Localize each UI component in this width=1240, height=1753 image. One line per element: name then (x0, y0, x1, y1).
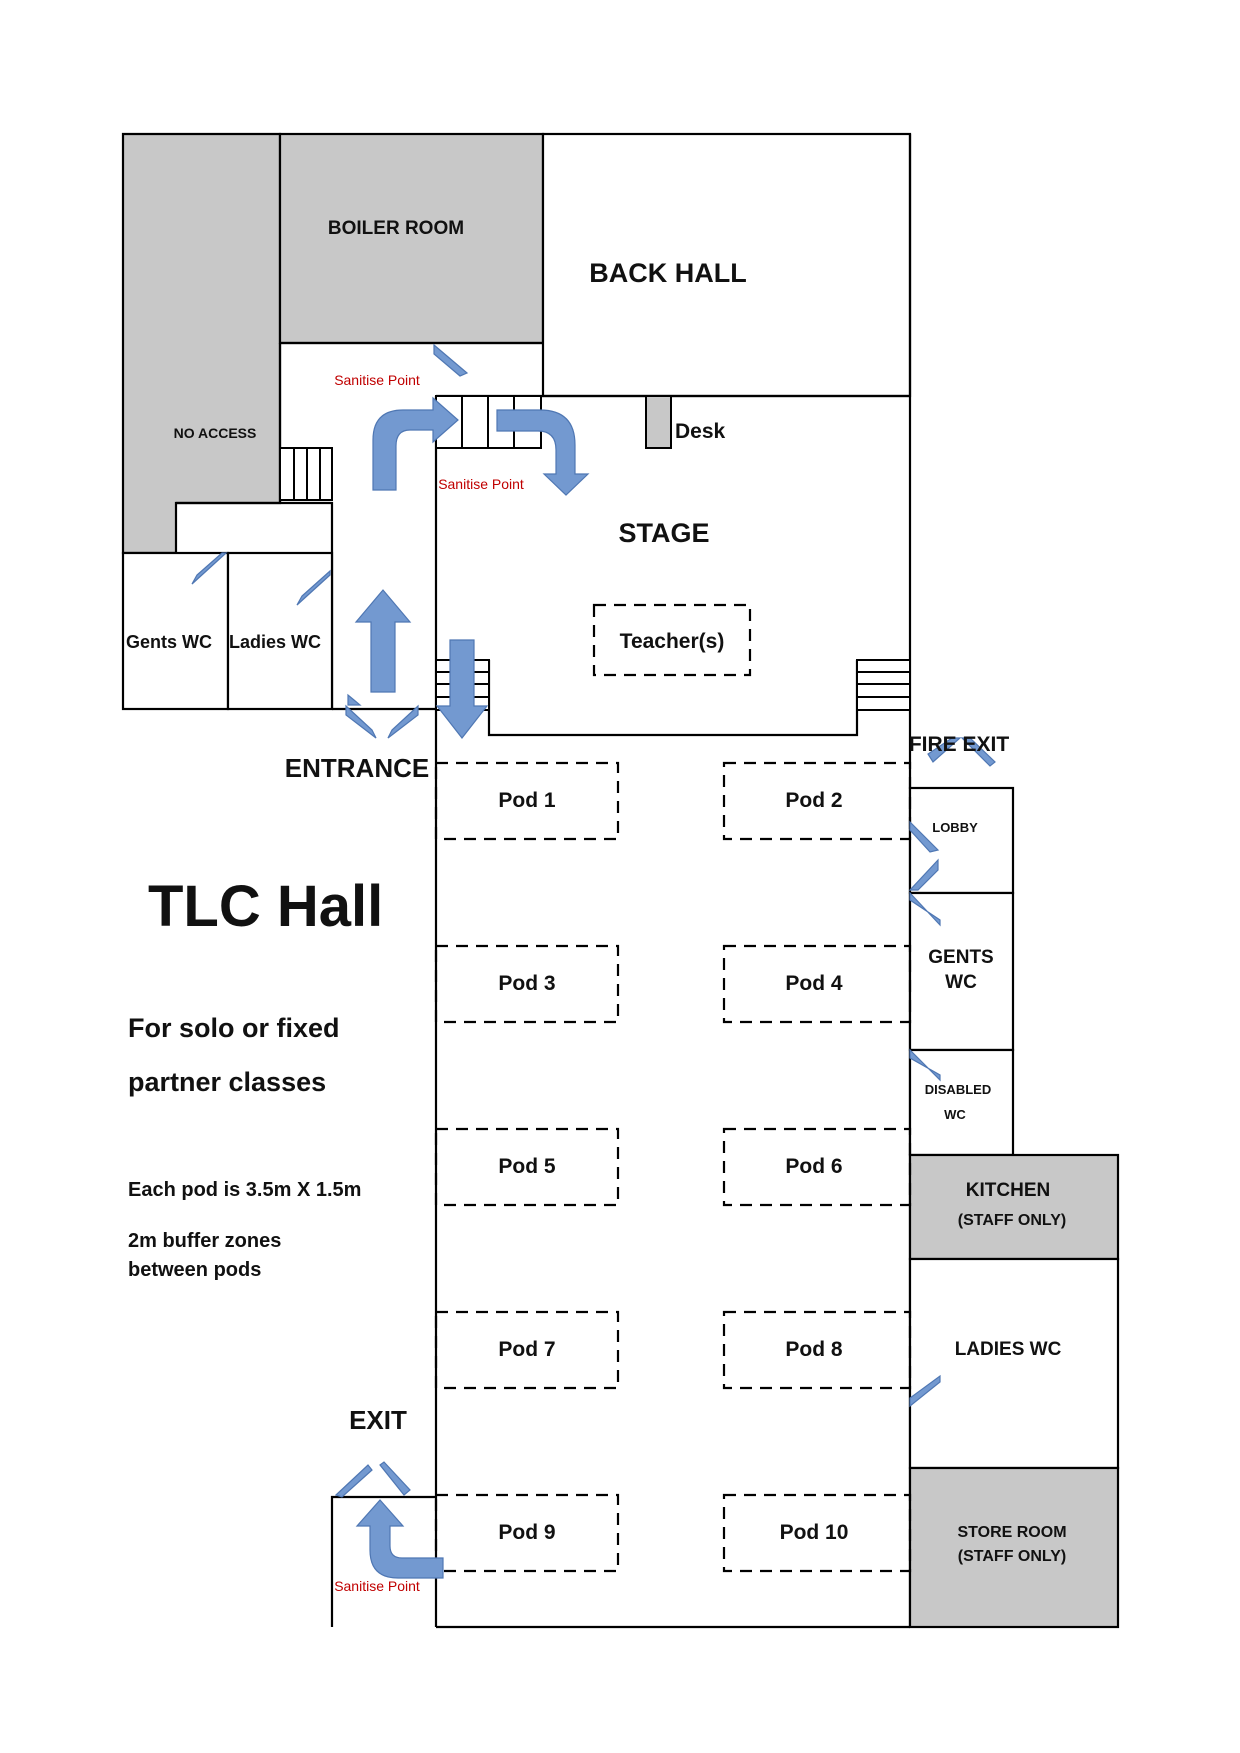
steps-left-corridor (279, 447, 333, 501)
gents-wc-right (908, 891, 1015, 1052)
no-access-area (121, 132, 282, 555)
pod-3-label: Pod 3 (498, 972, 555, 995)
pod-10 (722, 1493, 912, 1573)
store-room (908, 1466, 1120, 1629)
door-marker-icons (191, 343, 996, 1498)
gents-wc-right-label-1: GENTS (928, 947, 993, 968)
pod-4-label: Pod 4 (785, 972, 842, 995)
store-room-label-2: (STAFF ONLY) (958, 1548, 1066, 1565)
entrance-label: ENTRANCE (285, 753, 429, 783)
gents-wc-right-label-2: WC (945, 972, 977, 993)
pod-7-label: Pod 7 (498, 1338, 555, 1361)
lobby-label: LOBBY (932, 820, 978, 835)
stage-label: STAGE (618, 518, 709, 548)
back-hall-label: BACK HALL (589, 258, 746, 288)
pod-1 (434, 761, 620, 841)
kitchen (908, 1153, 1120, 1261)
pod-7 (434, 1310, 620, 1390)
pod-2 (722, 761, 912, 841)
ladies-wc-right-label: LADIES WC (955, 1339, 1062, 1360)
pod-3 (434, 944, 620, 1024)
pod-6-label: Pod 6 (785, 1155, 842, 1178)
pod-6 (722, 1127, 912, 1207)
ladies-wc-right (908, 1257, 1120, 1470)
up-arrow-icon (354, 589, 412, 693)
pod-9 (434, 1493, 620, 1573)
disabled-wc-label-1: DISABLED (925, 1082, 991, 1097)
pod-4 (722, 944, 912, 1024)
gents-wc-left-label: Gents WC (126, 632, 212, 652)
pod-9-label: Pod 9 (498, 1521, 555, 1544)
boiler-room-label: BOILER ROOM (328, 218, 464, 239)
exit-vestibule (330, 1495, 436, 1627)
curved-arrow-right-icon (372, 396, 459, 491)
desk-label: Desk (675, 420, 726, 443)
corridor-walls (176, 341, 543, 1627)
ladies-wc-left (226, 551, 334, 711)
gents-wc-left (121, 551, 230, 711)
teacher-area (592, 603, 752, 677)
pod-8-label: Pod 8 (785, 1338, 842, 1361)
pod-2-label: Pod 2 (785, 789, 842, 812)
buffer-note-line-1: 2m buffer zones (128, 1230, 281, 1252)
disabled-wc-label-2: WC (944, 1107, 966, 1122)
kitchen-label-2: (STAFF ONLY) (958, 1212, 1066, 1229)
pod-5-label: Pod 5 (498, 1155, 555, 1178)
pod-5 (434, 1127, 620, 1207)
curved-arrow-down-icon (496, 409, 590, 496)
fire-exit-label: FIRE EXIT (909, 733, 1010, 756)
pod-size-note: Each pod is 3.5m X 1.5m (128, 1179, 361, 1201)
steps-stage-right (856, 659, 911, 711)
buffer-note-line-2: between pods (128, 1259, 261, 1281)
no-access-label: NO ACCESS (174, 425, 257, 441)
ladies-wc-left-label: Ladies WC (229, 632, 321, 652)
boiler-room (278, 132, 545, 345)
subtitle-line-1: For solo or fixed (128, 1013, 340, 1043)
store-room-label-1: STORE ROOM (957, 1524, 1066, 1541)
back-hall (541, 132, 912, 398)
kitchen-label-1: KITCHEN (966, 1180, 1050, 1201)
pod-10-label: Pod 10 (780, 1521, 849, 1544)
exit-label: EXIT (349, 1405, 407, 1435)
pod-1-label: Pod 1 (498, 789, 555, 812)
desk (645, 395, 672, 449)
pod-8 (722, 1310, 912, 1390)
teacher-label: Teacher(s) (620, 630, 725, 653)
title: TLC Hall (148, 874, 383, 939)
sanitise-point-label-2: Sanitise Point (438, 476, 524, 492)
curved-arrow-exit-icon (355, 1499, 444, 1579)
down-arrow-icon (435, 639, 489, 739)
subtitle-line-2: partner classes (128, 1067, 326, 1097)
sanitise-point-label-1: Sanitise Point (334, 372, 420, 388)
sanitise-point-label-3: Sanitise Point (334, 1578, 420, 1594)
